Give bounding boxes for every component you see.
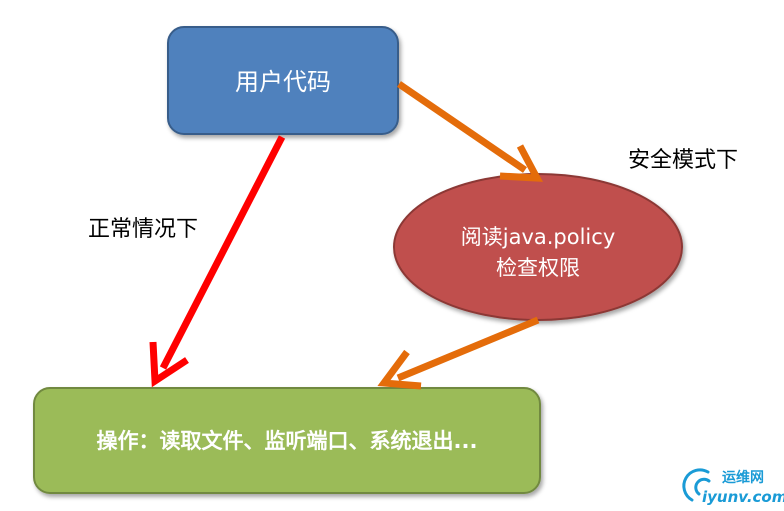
watermark-domain: iyunv.com: [702, 488, 784, 506]
edge-normal-label: 正常情况下: [88, 217, 198, 242]
policy-check-label-line1: 阅读java.policy: [461, 225, 616, 249]
edge-secure-out-shaft: [396, 316, 540, 382]
operations-box: [33, 387, 541, 494]
policy-check-node: 阅读java.policy 检查权限: [393, 173, 683, 321]
edge-normal-shaft: [159, 135, 286, 370]
edge-secure-out: [377, 316, 540, 390]
edge-normal: [149, 135, 286, 388]
edge-normal-arrowhead: [149, 341, 189, 388]
watermark: 运维网 iyunv.com: [682, 468, 784, 506]
edge-secure-in-shaft: [397, 81, 527, 173]
operations-label: 操作：读取文件、监听端口、系统退出...: [97, 429, 478, 453]
user-code-box: [167, 26, 399, 135]
watermark-brand: 运维网: [722, 469, 764, 486]
policy-check-label-line2: 检查权限: [496, 256, 580, 280]
user-code-label: 用户代码: [235, 68, 331, 96]
edge-secure-label: 安全模式下: [628, 148, 738, 173]
edge-secure-in: [397, 81, 543, 182]
watermark-logo-icon: [682, 468, 711, 502]
edge-secure-out-arrowhead: [377, 349, 422, 390]
operations-node: 操作：读取文件、监听端口、系统退出...: [33, 387, 541, 494]
edge-secure-in-arrowhead: [499, 144, 543, 182]
user-code-node: 用户代码: [167, 26, 399, 135]
